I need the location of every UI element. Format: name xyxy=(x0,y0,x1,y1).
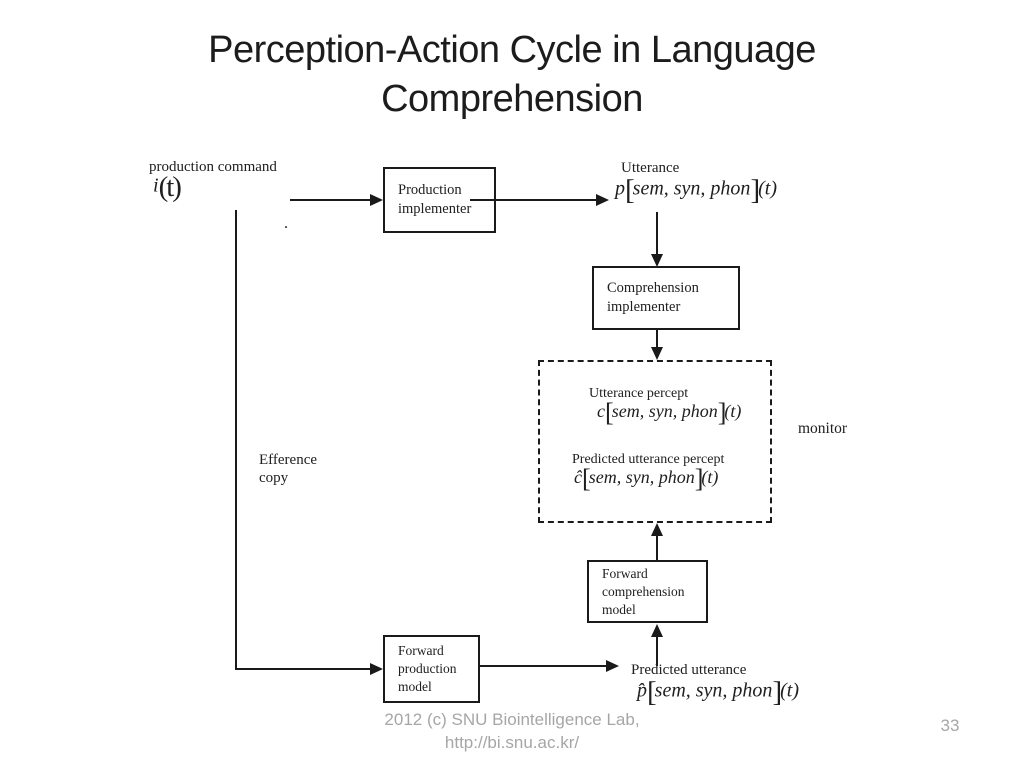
utterance-label: Utterance xyxy=(621,160,680,176)
arrowhead-production-to-utterance xyxy=(596,194,609,206)
efference-copy-line-horizontal xyxy=(235,668,372,670)
arrowhead-utterance-to-comprehension xyxy=(651,254,663,267)
predicted-utterance-math: p̂[sem, syn, phon](t) xyxy=(637,676,799,708)
utterance-percept-math: c[sem, syn, phon](t) xyxy=(597,398,742,428)
slide-title: Perception-Action Cycle in Language Comp… xyxy=(0,26,1024,124)
monitor-label: monitor xyxy=(798,420,848,437)
footer-line1: 2012 (c) SNU Biointelligence Lab, xyxy=(384,710,640,729)
efference-copy-label: Efference copy xyxy=(259,452,318,486)
arrow-line-fcm-to-monitor xyxy=(656,534,658,560)
comprehension-implementer-box: Comprehension implementer xyxy=(592,266,740,330)
arrowhead-fpm-to-predicted xyxy=(606,660,619,672)
arrow-line-command-to-production xyxy=(290,199,372,201)
footer-line2: http://bi.snu.ac.kr/ xyxy=(444,733,580,752)
production-command-math: i(t) xyxy=(153,171,182,203)
arrow-line-fpm-to-predicted xyxy=(480,665,608,667)
predicted-utterance-percept-label: Predicted utterance percept xyxy=(572,452,725,467)
slide-title-line2: Comprehension xyxy=(381,78,643,120)
production-implementer-label: Production implementer xyxy=(398,182,472,217)
arrow-line-production-to-utterance xyxy=(470,199,598,201)
stray-dot: . xyxy=(284,215,288,232)
predicted-utterance-percept-math: ĉ[sem, syn, phon](t) xyxy=(574,464,719,494)
slide-title-line1: Perception-Action Cycle in Language xyxy=(208,29,816,71)
page-number: 33 xyxy=(940,716,960,735)
arrow-line-utterance-to-comprehension xyxy=(656,212,658,256)
forward-production-model-label: Forward production model xyxy=(398,643,457,694)
footer: 2012 (c) SNU Biointelligence Lab, http:/… xyxy=(0,708,1024,754)
comprehension-implementer-label: Comprehension implementer xyxy=(607,280,699,315)
arrowhead-efference-to-fpm xyxy=(370,663,383,675)
utterance-percept-label: Utterance percept xyxy=(589,386,689,401)
forward-production-model-box: Forward production model xyxy=(383,635,480,703)
arrowhead-fcm-to-monitor xyxy=(651,523,663,536)
arrowhead-predicted-to-fcm xyxy=(651,624,663,637)
monitor-dashed-box xyxy=(538,360,772,523)
arrow-line-comprehension-to-monitor xyxy=(656,330,658,348)
arrowhead-comprehension-to-monitor xyxy=(651,347,663,360)
arrowhead-command-to-production xyxy=(370,194,383,206)
forward-comprehension-model-box: Forward comprehension model xyxy=(587,560,708,623)
production-command-label: production command xyxy=(149,159,277,175)
efference-copy-line-vertical xyxy=(235,210,237,670)
predicted-utterance-label: Predicted utterance xyxy=(631,662,747,678)
utterance-math: p[sem, syn, phon](t) xyxy=(615,174,777,206)
arrow-line-predicted-to-fcm xyxy=(656,635,658,666)
forward-comprehension-model-label: Forward comprehension model xyxy=(602,565,685,617)
